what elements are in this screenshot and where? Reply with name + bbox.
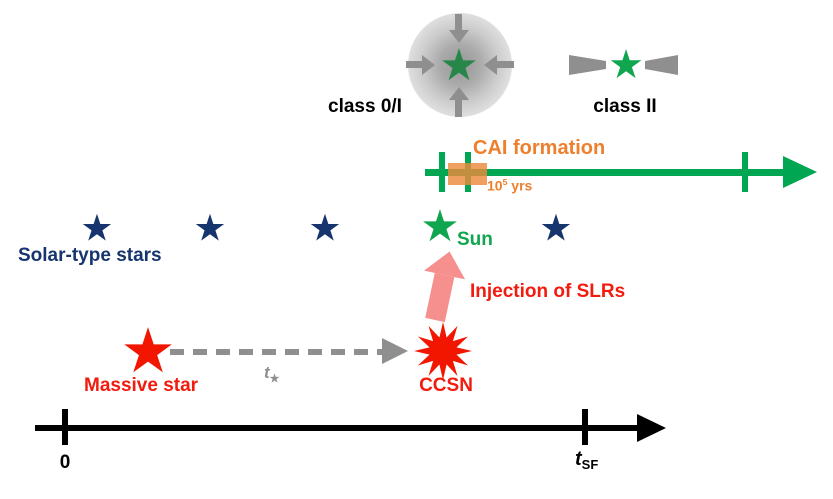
t-star-subscript-icon: ★ xyxy=(269,373,280,386)
timeline-tick-tsf xyxy=(582,409,588,445)
classII-label: class II xyxy=(593,96,657,117)
infall-arrow-top-shaft xyxy=(455,14,462,31)
injection-arrow-shaft xyxy=(425,272,455,323)
cai-formation-label: CAI formation xyxy=(473,137,606,159)
main-timeline-arrowhead-icon xyxy=(637,414,666,442)
cai-timeline-line xyxy=(425,169,785,176)
injection-arrow-icon xyxy=(414,247,471,324)
cai-duration-exponent: 5 xyxy=(502,177,508,187)
tsf-subscript: SF xyxy=(581,457,599,473)
main-timeline-line xyxy=(35,425,639,431)
infall-arrow-right-icon xyxy=(484,55,497,75)
t-star-label: t★ xyxy=(264,363,280,385)
cai-timeline-arrowhead-icon xyxy=(783,156,817,188)
sun-label: Sun xyxy=(457,229,493,250)
class0I-label: class 0/I xyxy=(328,96,402,117)
solar-type-star-icon: ★ xyxy=(80,207,114,249)
protostar-classII-star-icon: ★ xyxy=(608,43,644,87)
stellar-lifetime-arrowhead-icon xyxy=(382,338,408,364)
timeline-zero-label: 0 xyxy=(59,452,71,473)
cai-duration-unit: yrs xyxy=(507,177,533,194)
timeline-tick-zero xyxy=(62,409,68,445)
solar-type-star-icon: ★ xyxy=(539,207,573,249)
cai-duration-label: 105 yrs xyxy=(487,177,532,194)
infall-arrow-left-shaft xyxy=(406,61,423,68)
infall-arrow-left-icon xyxy=(422,55,435,75)
cai-duration-base: 10 xyxy=(487,177,503,194)
solar-type-star-icon: ★ xyxy=(308,207,342,249)
cai-interval-marker xyxy=(448,163,487,185)
solar-type-star-icon: ★ xyxy=(193,207,227,249)
disk-right-icon xyxy=(645,55,678,75)
infall-arrow-top-icon xyxy=(449,30,469,43)
injection-slrs-label: Injection of SLRs xyxy=(470,281,626,302)
t-star-symbol: t xyxy=(264,363,270,382)
stellar-lifetime-dashed-arrow xyxy=(170,349,382,355)
infall-arrow-bottom-icon xyxy=(449,87,469,100)
massive-star-icon: ★ xyxy=(120,317,176,386)
ccsn-explosion-icon xyxy=(414,322,472,380)
ccsn-label: CCSN xyxy=(419,375,473,396)
infall-arrow-bottom-shaft xyxy=(455,100,462,117)
massive-star-label: Massive star xyxy=(84,375,199,396)
sun-star-icon: ★ xyxy=(420,202,460,251)
infall-arrow-right-shaft xyxy=(497,61,514,68)
cai-timeline-tick-1 xyxy=(439,152,445,192)
disk-left-icon xyxy=(569,55,606,75)
timeline-tsf-label: tSF xyxy=(575,448,598,472)
injection-arrowhead xyxy=(424,247,471,280)
protostar-class0I-star-icon: ★ xyxy=(439,41,479,90)
solar-type-stars-label: Solar-type stars xyxy=(18,245,162,266)
tsf-symbol: t xyxy=(575,448,582,470)
cai-timeline-tick-3 xyxy=(742,152,748,192)
